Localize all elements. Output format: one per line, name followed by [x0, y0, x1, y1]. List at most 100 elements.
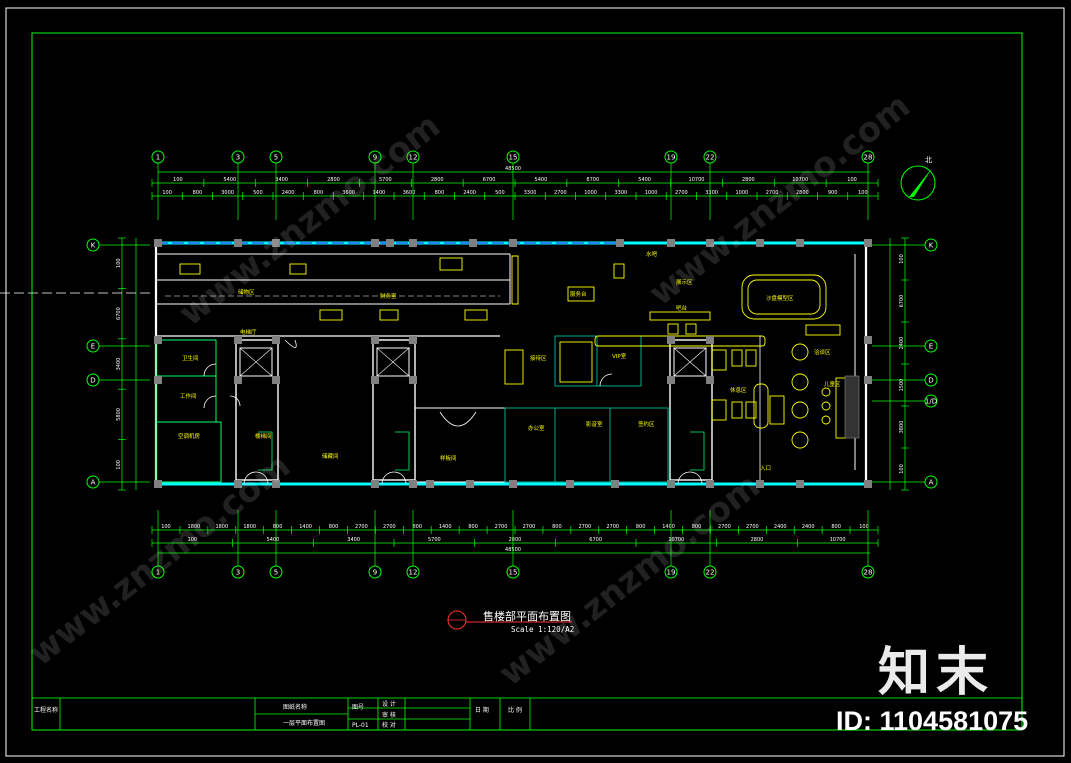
drawing-title-block: 售楼部平面布置图 Scale 1:120/A2 [447, 609, 574, 634]
column [469, 239, 477, 247]
axis-label: D [90, 377, 95, 385]
room-label: 休息区 [730, 386, 747, 394]
axis-label: 5 [274, 569, 278, 577]
dim-label: 800 [273, 524, 283, 530]
dim-label: 6700 [116, 307, 122, 320]
axis-label: A [929, 479, 934, 487]
column [706, 480, 714, 488]
column [234, 480, 242, 488]
column [667, 336, 675, 344]
room-label: 样板间 [440, 454, 457, 462]
dim-label: 2700 [675, 190, 688, 196]
dim-label: 900 [828, 190, 838, 196]
north-label: 北 [925, 156, 932, 164]
dim-label: 1400 [373, 190, 386, 196]
room-label: 工作间 [180, 392, 197, 400]
planter-strip [844, 375, 860, 439]
dim-label: 8700 [586, 177, 599, 183]
column [272, 239, 280, 247]
column [234, 239, 242, 247]
axis-label: K [929, 242, 934, 250]
column [409, 239, 417, 247]
dim-label: 3300 [524, 190, 537, 196]
column [756, 480, 764, 488]
room-label: 水吧 [646, 250, 658, 258]
room-label: 财务室 [380, 292, 397, 300]
column [566, 480, 574, 488]
room-label: 沙盘模型区 [766, 294, 794, 302]
column [616, 239, 624, 247]
dim-label: 2800 [796, 190, 809, 196]
tb-drawing-name-label: 图纸名称 [283, 703, 307, 711]
column [154, 336, 162, 344]
dim-label: 800 [831, 524, 841, 530]
column [272, 336, 280, 344]
dim-label: 2700 [554, 190, 567, 196]
axis-label: A [91, 479, 96, 487]
room-label: VIP室 [612, 352, 627, 360]
dim-label: 1500 [899, 379, 905, 392]
column [371, 376, 379, 384]
column [864, 336, 872, 344]
dim-label: 5400 [638, 177, 651, 183]
dim-label: 10700 [830, 537, 846, 543]
dim-label: 2700 [578, 524, 591, 530]
axis-label: 1 [156, 154, 160, 162]
column [611, 480, 619, 488]
column [426, 480, 434, 488]
column [371, 480, 379, 488]
dim-label: 2400 [282, 190, 295, 196]
dim-label: 3400 [347, 537, 360, 543]
column [706, 376, 714, 384]
axis-label: 1/D [925, 398, 937, 406]
dim-label: 3300 [615, 190, 628, 196]
dim-label: 100 [188, 537, 198, 543]
dim-label: 100 [162, 190, 172, 196]
axis-label: E [91, 343, 95, 351]
dim-label: 100 [116, 460, 122, 470]
room-label: 影音室 [586, 420, 603, 428]
dim-label: 6700 [589, 537, 602, 543]
dim-label: 1000 [645, 190, 658, 196]
watermark-id: ID: 1104581075 [836, 706, 1029, 736]
dim-label: 2700 [766, 190, 779, 196]
tb-date: 日 期 [475, 706, 489, 714]
column [272, 480, 280, 488]
room-label: 办公室 [528, 424, 545, 432]
dim-label: 800 [329, 524, 339, 530]
dim-label: 100 [847, 177, 857, 183]
dim-label: 2700 [718, 524, 731, 530]
dim-label: 6700 [899, 295, 905, 308]
room-label: 储藏间 [322, 452, 339, 460]
dim-label: 1400 [439, 524, 452, 530]
column [864, 480, 872, 488]
dim-label: 800 [412, 524, 422, 530]
column [756, 239, 764, 247]
axis-label: 22 [706, 569, 715, 577]
dim-label: 100 [173, 177, 183, 183]
room-label: 儿童区 [824, 380, 841, 388]
doors [203, 363, 703, 485]
dim-label: 2700 [495, 524, 508, 530]
room-label: 入口 [760, 465, 771, 472]
dim-label: 100 [899, 464, 905, 474]
room-label: 吧台 [676, 304, 688, 312]
column [706, 336, 714, 344]
column [864, 239, 872, 247]
axis-label: 3 [236, 569, 240, 577]
column [509, 480, 517, 488]
dim-label: 5400 [267, 537, 280, 543]
dim-label: 800 [692, 524, 702, 530]
dim-label: 800 [193, 190, 203, 196]
column [667, 376, 675, 384]
dim-label: 3600 [342, 190, 355, 196]
tb-number: PL-01 [352, 722, 369, 729]
north-arrow: 北 [900, 156, 936, 201]
dim-label: 1000 [736, 190, 749, 196]
dim-label: 3400 [116, 358, 122, 371]
column [667, 480, 675, 488]
dim-label: 1400 [299, 524, 312, 530]
